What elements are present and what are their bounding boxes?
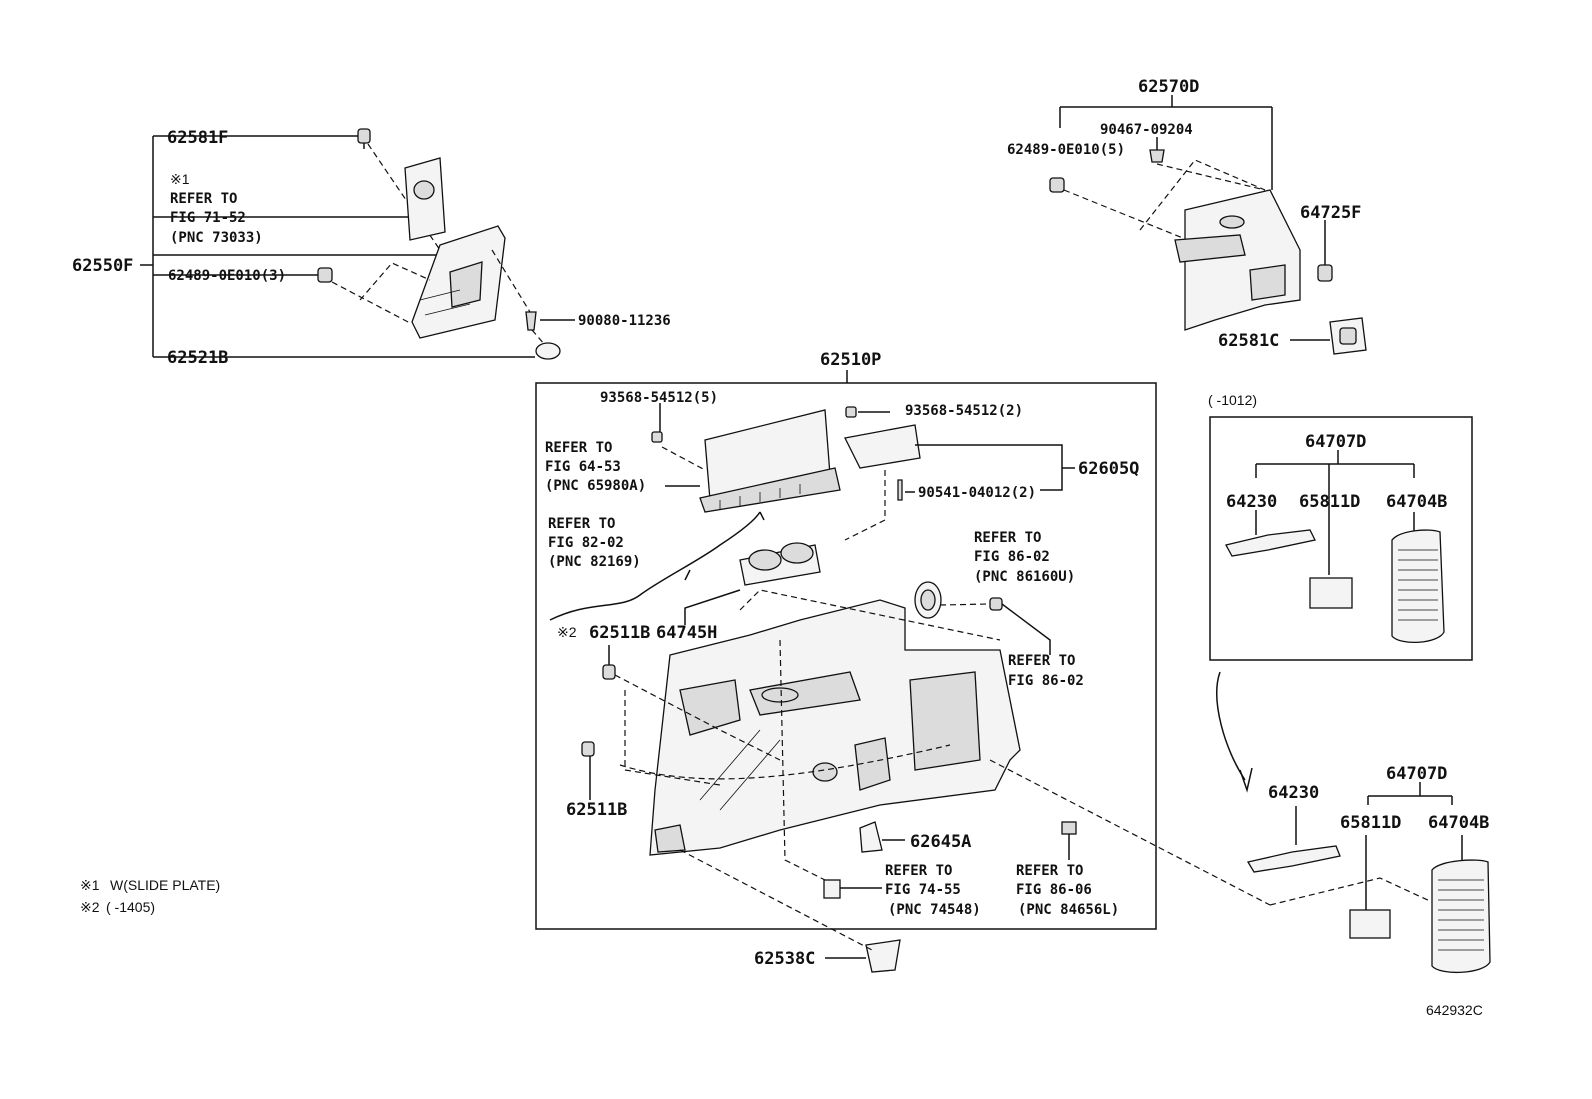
- label-62510P: 62510P: [820, 350, 881, 370]
- label-62550F: 62550F: [72, 256, 133, 276]
- refer-to-74-55: REFER TO: [885, 863, 952, 879]
- label-62581F: 62581F: [167, 128, 228, 148]
- cover-62581C: [1329, 317, 1367, 355]
- right-box-frame: [1209, 416, 1473, 661]
- panel-65980A: [699, 409, 841, 513]
- note-1-mark: ※1: [80, 877, 100, 893]
- notes-group: ※1 W(SLIDE PLATE) ※2 ( -1405) 642932C: [80, 877, 1483, 1018]
- upper-right-group: 62570D 90467-09204 62489-0E010(5) 64725F…: [1007, 77, 1367, 355]
- label-62645A: 62645A: [910, 832, 971, 852]
- refer-to-82-02: REFER TO: [548, 516, 615, 532]
- mark-2-center: ※2: [557, 624, 577, 640]
- label-64725F: 64725F: [1300, 203, 1361, 223]
- bracket-64230-box: [1225, 529, 1316, 557]
- label-93568-5: 93568-54512(5): [600, 390, 718, 406]
- fig-64-53: FIG 64-53: [545, 459, 621, 475]
- pillar-cover-part: [404, 157, 446, 241]
- pnc-73033: (PNC 73033): [170, 230, 263, 246]
- label-64230-lower: 64230: [1268, 783, 1319, 803]
- fig-82-02: FIG 82-02: [548, 535, 624, 551]
- refer-to-86-06: REFER TO: [1016, 863, 1083, 879]
- cover-62645A: [859, 821, 883, 853]
- refer-to-86-02-a: REFER TO: [974, 530, 1041, 546]
- clip-62489-right: [1049, 177, 1065, 193]
- label-64704B-box: 64704B: [1386, 492, 1447, 512]
- clip-62511B-upper: [602, 664, 616, 680]
- label-62538C: 62538C: [754, 949, 815, 969]
- fig-86-02-b: FIG 86-02: [1008, 673, 1084, 689]
- refer-to-64-53: REFER TO: [545, 440, 612, 456]
- pnc-86160U: (PNC 86160U): [974, 569, 1075, 585]
- right-box-group: ( -1012) 64707D 64230 65811D 64704B: [1208, 392, 1473, 661]
- wire-harness-82169: [549, 511, 761, 621]
- label-90080: 90080-11236: [578, 313, 671, 329]
- pad-65811D-box: [1309, 577, 1353, 609]
- grille-64704B-lower: [1431, 859, 1491, 974]
- fig-71-52: FIG 71-52: [170, 210, 246, 226]
- center-box-frame: [535, 382, 1157, 930]
- fig-86-02-a: FIG 86-02: [974, 549, 1050, 565]
- label-64704B-lower: 64704B: [1428, 813, 1489, 833]
- label-65811D-box: 65811D: [1299, 492, 1360, 512]
- cap-62521B: [535, 342, 561, 360]
- fig-74-55: FIG 74-55: [885, 882, 961, 898]
- cover-62605Q: [844, 424, 921, 469]
- label-90467: 90467-09204: [1100, 122, 1193, 138]
- label-64230-box: 64230: [1226, 492, 1277, 512]
- clip-62581F: [357, 128, 371, 149]
- label-62605Q: 62605Q: [1078, 459, 1139, 479]
- label-62489-3: 62489-0E010(3): [168, 268, 286, 284]
- clip-90467: [1149, 149, 1165, 163]
- fig-86-06: FIG 86-06: [1016, 882, 1092, 898]
- arrow-curve: [1216, 671, 1246, 781]
- refer-to-71-52: REFER TO: [170, 191, 237, 207]
- pnc-84656L: (PNC 84656L): [1018, 902, 1119, 918]
- lower-right-group: 64707D 64230 65811D 64704B: [1216, 671, 1491, 974]
- clip-84656L: [1061, 821, 1077, 835]
- speaker-86160U: [914, 581, 942, 619]
- pnc-74548: (PNC 74548): [888, 902, 981, 918]
- note-2-text: ( -1405): [106, 899, 155, 915]
- mark-1-upper: ※1: [170, 171, 190, 187]
- grille-64704B-box: [1391, 529, 1445, 644]
- label-64745H: 64745H: [656, 623, 717, 643]
- label-90541: 90541-04012(2): [918, 485, 1036, 501]
- pad-65811D-lower: [1349, 909, 1391, 939]
- label-64707D-lower: 64707D: [1386, 764, 1447, 784]
- label-65811D-lower: 65811D: [1340, 813, 1401, 833]
- note-1-text: W(SLIDE PLATE): [110, 877, 220, 893]
- upper-left-group: 62581F ※1 REFER TO FIG 71-52 (PNC 73033)…: [72, 128, 671, 368]
- refer-to-86-02-b: REFER TO: [1008, 653, 1075, 669]
- clip-64725F: [1317, 264, 1333, 282]
- cup-holder-64745H: [739, 542, 821, 586]
- label-62511B-b: 62511B: [566, 800, 627, 820]
- label-62521B: 62521B: [167, 348, 228, 368]
- reference-code: 642932C: [1426, 1002, 1483, 1018]
- pnc-65980A: (PNC 65980A): [545, 478, 646, 494]
- quarter-trim-62510P: [649, 599, 1021, 856]
- screw-90080: [525, 311, 537, 331]
- clip-62489-left: [317, 267, 333, 283]
- cap-74548: [823, 879, 841, 899]
- label-62570D: 62570D: [1138, 77, 1199, 97]
- clip-62511B-lower: [581, 741, 595, 757]
- pillar-trim-62550F: [411, 225, 506, 339]
- center-group: 62510P: [535, 350, 1271, 973]
- label-62489-5: 62489-0E010(5): [1007, 142, 1125, 158]
- date-range-label: ( -1012): [1208, 392, 1257, 408]
- label-62511B-a: 62511B: [589, 623, 650, 643]
- note-2-mark: ※2: [80, 899, 100, 915]
- bracket-64230-lower: [1246, 845, 1341, 873]
- label-93568-2: 93568-54512(2): [905, 403, 1023, 419]
- label-64707D-box: 64707D: [1305, 432, 1366, 452]
- label-62581C: 62581C: [1218, 331, 1279, 351]
- trim-62570D: [1174, 189, 1301, 331]
- cover-62538C: [865, 939, 901, 973]
- pnc-82169: (PNC 82169): [548, 554, 641, 570]
